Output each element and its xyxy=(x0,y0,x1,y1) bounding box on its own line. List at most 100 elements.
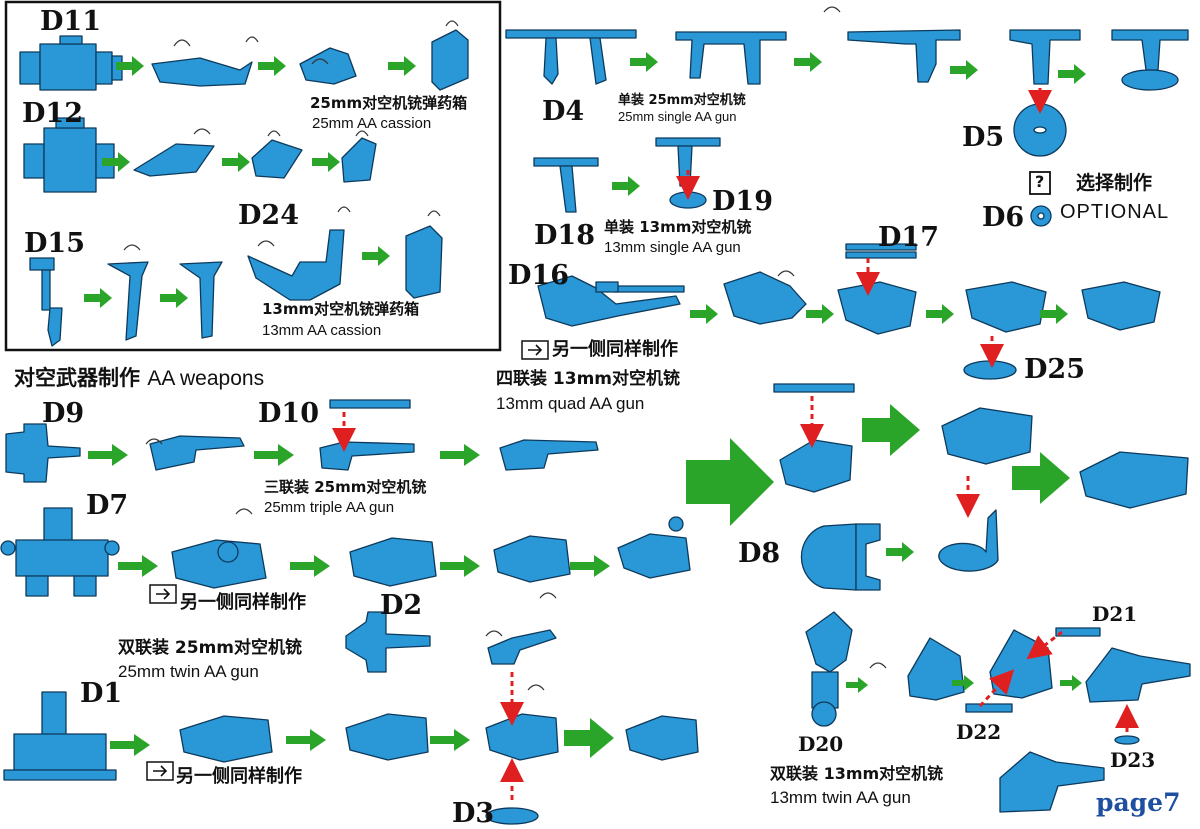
d8-step-1 xyxy=(779,439,853,493)
d7-step-2 xyxy=(349,537,437,587)
mirror-note-d1: 另一侧同样制作 xyxy=(176,766,302,787)
d23-base xyxy=(1114,735,1140,745)
guide-line-icon xyxy=(1026,630,1063,660)
cassion-frame xyxy=(4,0,502,352)
step-arrow-icon xyxy=(886,542,914,562)
d8-gun-rack xyxy=(773,383,855,393)
d8-mount xyxy=(855,523,881,591)
label-d6: D6 xyxy=(982,202,1025,233)
d24-net xyxy=(247,229,345,301)
step-arrow-icon xyxy=(388,56,416,76)
caption-twin-13-cn: 双联装 13mm对空机铳 xyxy=(770,764,944,783)
d19-base xyxy=(669,191,707,209)
step-arrow-icon xyxy=(362,246,390,266)
d11-net xyxy=(19,35,123,91)
d7-step-4 xyxy=(617,533,691,579)
label-d7: D7 xyxy=(86,490,129,521)
rotate-arrow-icon xyxy=(869,662,887,669)
d20-step-1 xyxy=(907,637,965,701)
caption-twin-13-en: 13mm twin AA gun xyxy=(770,788,911,807)
caption-twin-25-en: 25mm twin AA gun xyxy=(118,662,259,681)
rotate-arrow-icon xyxy=(267,130,281,137)
d4-finished-gun xyxy=(1111,29,1189,91)
step-arrow-icon xyxy=(794,52,822,72)
section-title: 对空武器制作 AA weapons xyxy=(14,368,264,390)
caption-quad-13-en: 13mm quad AA gun xyxy=(496,394,645,413)
d6-center-hole xyxy=(1037,212,1045,220)
caption-single-13-en: 13mm single AA gun xyxy=(604,239,741,256)
step-arrow-icon xyxy=(630,52,658,72)
twin-13-finished xyxy=(999,751,1105,813)
optional-cn: 选择制作 xyxy=(1076,172,1153,194)
step-arrow-icon xyxy=(102,152,130,172)
step-arrow-icon xyxy=(84,288,112,308)
d5-center-hole xyxy=(1033,126,1047,134)
d8-shield xyxy=(800,523,857,591)
d7-step-3 xyxy=(493,535,571,583)
step-arrow-icon xyxy=(160,288,188,308)
rotate-arrow-icon xyxy=(527,684,545,691)
twin-13-step-3 xyxy=(1085,647,1191,703)
label-d4: D4 xyxy=(542,96,585,127)
label-d21: D21 xyxy=(1092,602,1138,626)
d11-fold-step-1 xyxy=(151,57,253,87)
step-arrow-icon xyxy=(258,56,286,76)
d18-part xyxy=(533,157,599,213)
label-d15: D15 xyxy=(24,228,85,259)
d7-step-1 xyxy=(171,539,267,589)
label-d2: D2 xyxy=(380,590,423,621)
label-d17: D17 xyxy=(878,222,939,253)
rotate-arrow-icon xyxy=(311,58,329,65)
step-arrow-icon xyxy=(950,60,978,80)
rotate-arrow-icon xyxy=(427,210,441,217)
d4-step-2 xyxy=(847,29,961,83)
d11-cassion-box xyxy=(431,29,469,91)
rotate-arrow-icon xyxy=(235,508,253,515)
label-d1: D1 xyxy=(80,678,123,709)
step-arrow-icon xyxy=(1058,64,1086,84)
step-arrow-icon xyxy=(222,152,250,172)
mirror-side-icon xyxy=(521,340,549,360)
caption-single-25-en: 25mm single AA gun xyxy=(618,109,737,124)
d2-step-1 xyxy=(487,629,557,665)
caption-single-13-cn: 单装 13mm对空机铳 xyxy=(604,218,752,236)
caption-cassion-25-cn: 25mm对空机铳弹药箱 xyxy=(310,94,468,112)
step-arrow-icon xyxy=(290,555,330,577)
step-arrow-icon xyxy=(116,56,144,76)
rotate-arrows xyxy=(123,6,887,691)
d7-wheel xyxy=(217,541,239,563)
d7-part xyxy=(0,507,120,597)
d12-net xyxy=(23,117,115,193)
d12-fold-step-2 xyxy=(251,139,303,179)
step-arrow-icon xyxy=(118,555,158,577)
d21-gun xyxy=(1055,627,1101,637)
d16-step-3 xyxy=(965,281,1047,333)
rotate-arrow-icon xyxy=(145,438,163,445)
rotate-arrow-icon xyxy=(777,270,795,277)
optional-question-mark: ? xyxy=(1035,172,1045,191)
d10-assembly xyxy=(319,441,415,471)
label-d24: D24 xyxy=(238,200,299,231)
d9-step-1 xyxy=(149,435,245,471)
guide-line-icon xyxy=(978,669,1015,708)
d15-assembly-step-1 xyxy=(107,261,149,341)
twin-25-finished xyxy=(625,715,699,761)
step-arrow-icon xyxy=(312,152,340,172)
step-arrow-icon xyxy=(440,444,480,466)
optional-en: OPTIONAL xyxy=(1060,201,1170,223)
step-arrow-icon xyxy=(690,304,718,324)
d16-step-2 xyxy=(837,281,917,335)
label-d5: D5 xyxy=(962,122,1005,153)
d12-cassion-box xyxy=(341,137,377,183)
rotate-arrow-icon xyxy=(485,630,503,637)
rotate-arrow-icon xyxy=(539,592,557,599)
step-arrow-icon xyxy=(806,304,834,324)
mirror-side-icon xyxy=(149,584,177,604)
caption-twin-25-cn: 双联装 25mm对空机铳 xyxy=(118,638,303,658)
rotate-arrow-icon xyxy=(193,128,211,135)
d3-base xyxy=(485,807,539,825)
d12-fold-step-1 xyxy=(133,143,215,177)
d8-step-2 xyxy=(941,407,1033,465)
rotate-arrow-icon xyxy=(445,20,459,27)
